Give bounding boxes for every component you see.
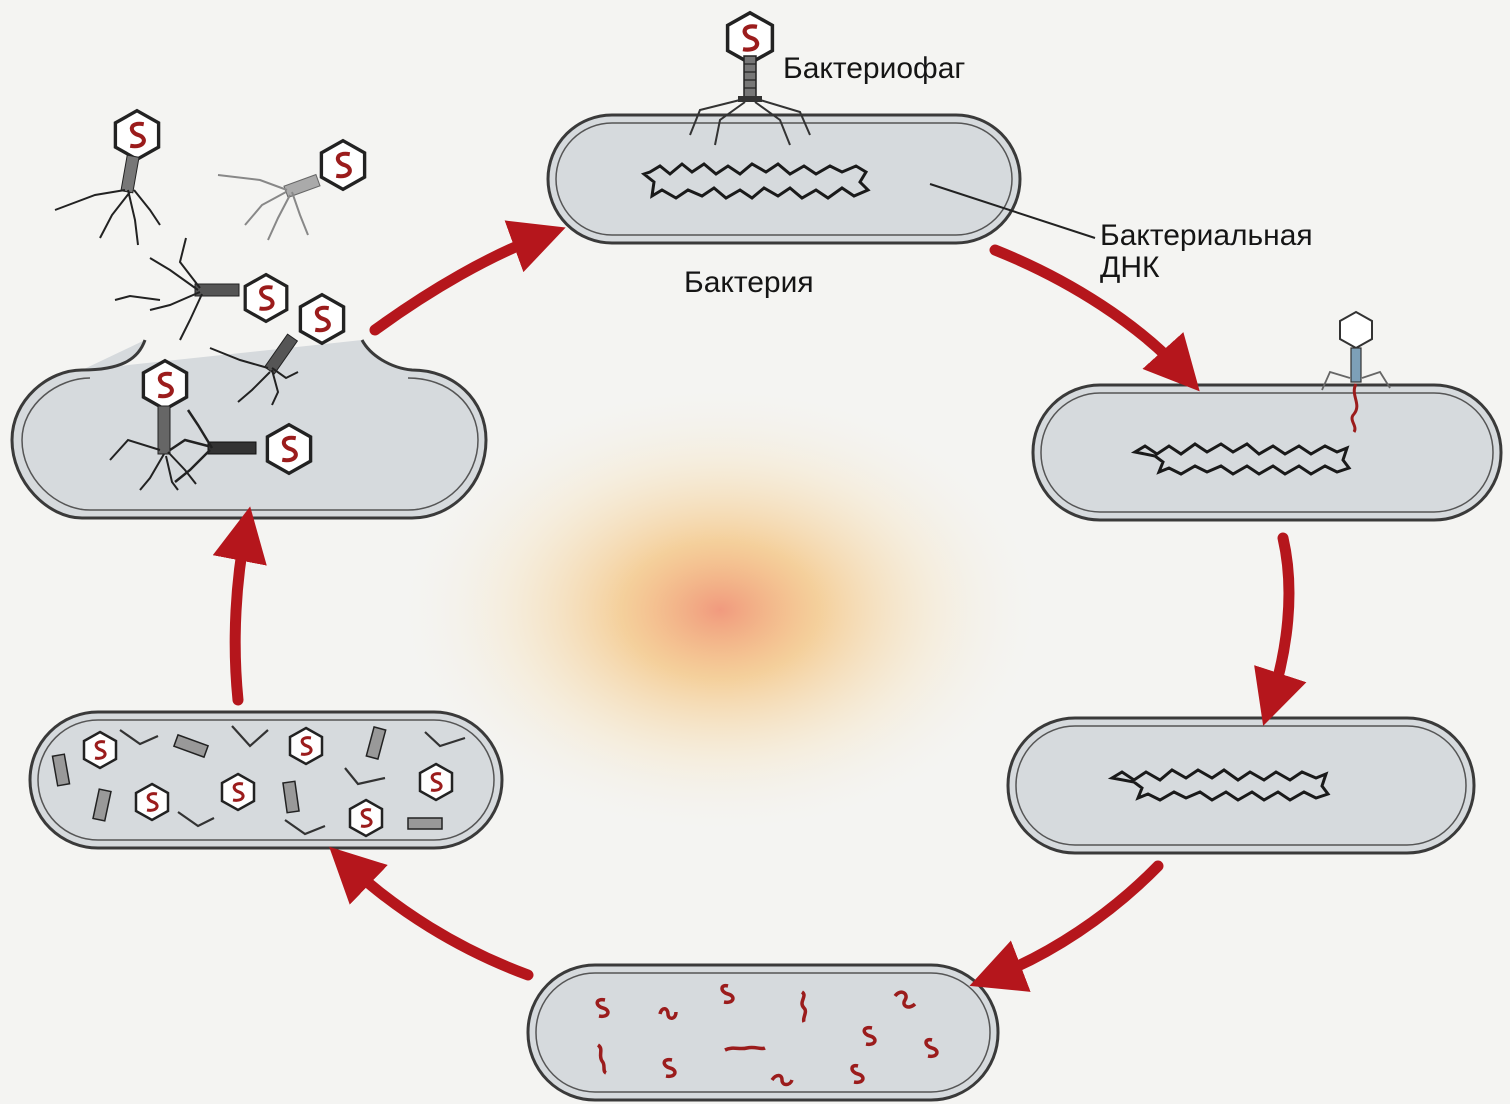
top-bacterium-cell [548,115,1020,243]
arrow-replication-to-assembly [345,862,528,975]
bacterial-dna-label-line1: Бактериальная [1100,219,1313,252]
phage-exiting-1 [115,238,287,340]
assembly-cell [30,712,502,848]
phage-top-left [55,111,160,245]
bacteriophage-label: Бактериофаг [783,52,965,85]
phage-top-mid [218,141,365,240]
replication-cell [528,965,998,1100]
injection-cell [1033,385,1501,520]
lysis-cell [12,340,486,518]
arrow-injection-to-dna [1270,538,1289,705]
arrow-dna-to-replication [990,866,1158,978]
bacterial-dna-label-line2: ДНК [1100,251,1160,284]
arrow-lysis-to-top [375,235,545,330]
host-dna-cell [1008,718,1474,853]
arrow-assembly-to-lysis [235,528,246,700]
bacterium-label: Бактерия [684,266,814,299]
